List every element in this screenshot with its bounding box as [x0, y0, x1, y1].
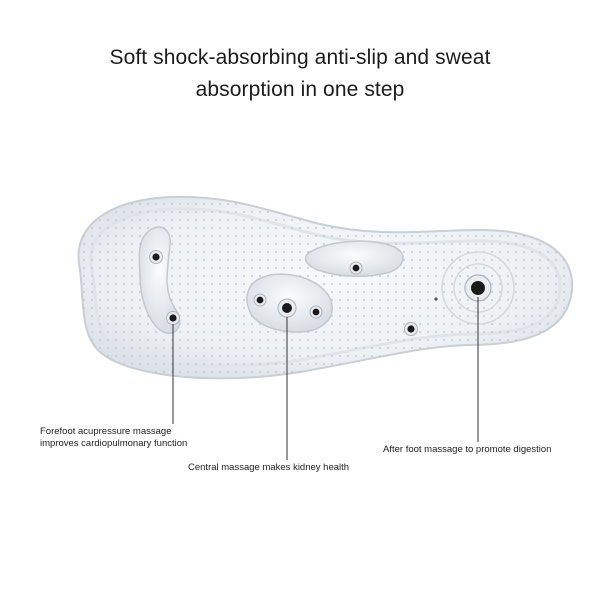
central-callout: Central massage makes kidney health	[188, 462, 349, 474]
headline-line-2: absorption in one step	[195, 78, 405, 101]
side-magnet	[404, 322, 418, 336]
afterfoot-callout: After foot massage to promote digestion	[383, 444, 551, 456]
leader-lines	[172, 297, 479, 460]
arch-pad	[304, 240, 404, 278]
central-callout-text: Central massage makes kidney health	[188, 462, 350, 473]
forefoot-callout: Forefoot acupressure massage improves ca…	[40, 426, 187, 450]
forefoot-pad	[138, 226, 181, 335]
headline: Soft shock-absorbing anti-slip and sweat…	[0, 42, 600, 106]
forefoot-callout-line-1: Forefoot acupressure massage	[40, 426, 172, 437]
forefoot-callout-line-2: improves cardiopulmonary function	[40, 438, 188, 449]
headline-line-1: Soft shock-absorbing anti-slip and sweat	[109, 46, 491, 69]
afterfoot-callout-text: After foot massage to promote digestion	[383, 444, 552, 455]
central-pad	[246, 273, 333, 333]
